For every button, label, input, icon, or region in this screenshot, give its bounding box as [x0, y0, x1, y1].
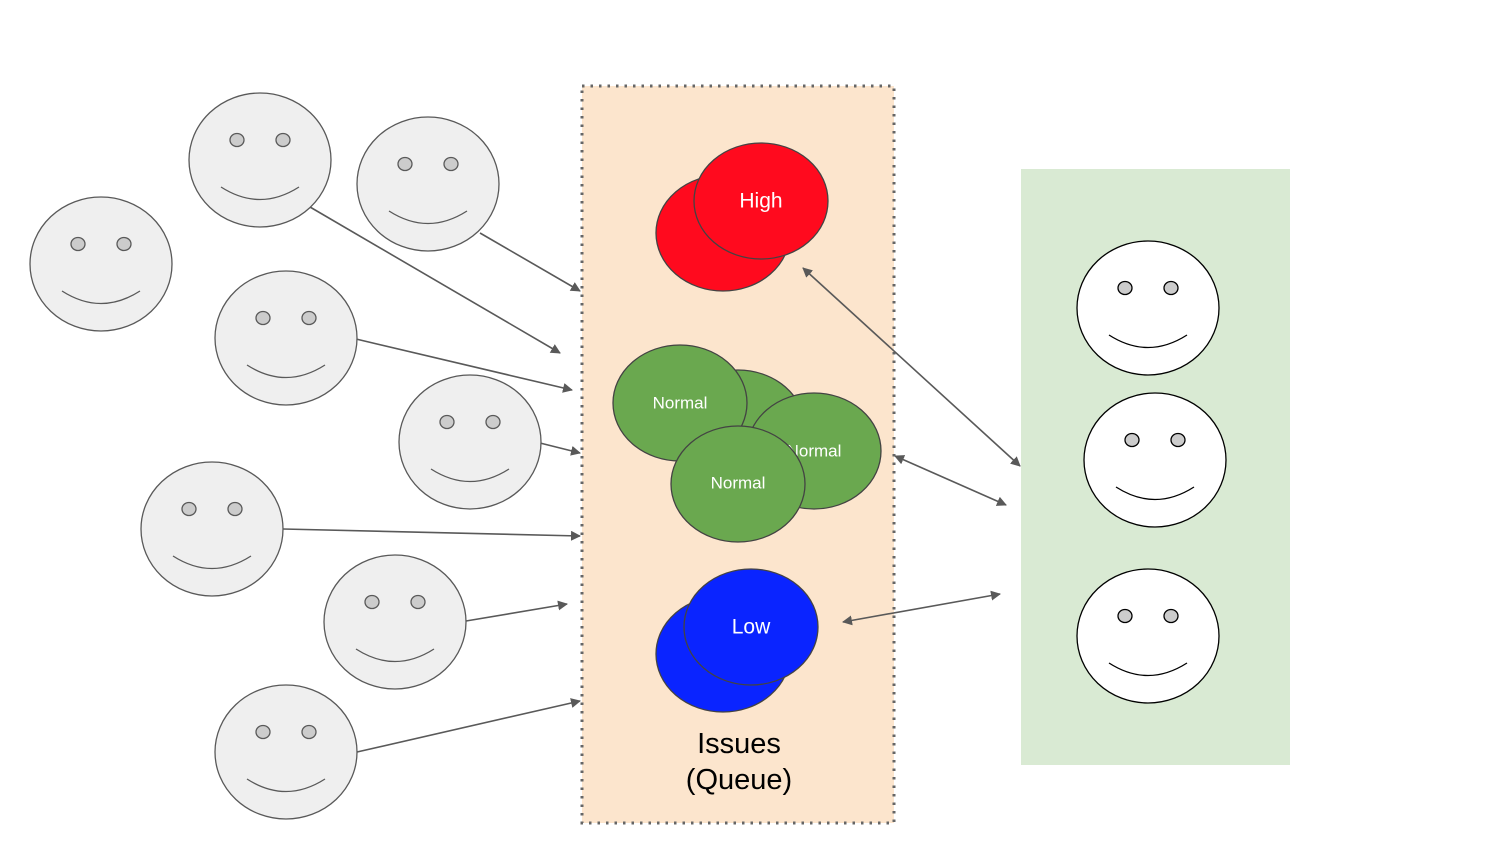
left-eye: [255, 724, 271, 740]
arrow-low-worker: [842, 590, 1001, 626]
normal-issue-right-label: Normal: [787, 441, 842, 460]
right-eye: [1170, 432, 1186, 448]
right-eye: [410, 594, 426, 610]
arrow-customer-1: [479, 232, 581, 292]
worker-smiley: [1076, 240, 1220, 376]
worker-smiley: [1083, 392, 1227, 528]
normal-issue-front-label: Normal: [711, 473, 766, 492]
arrow-customer-5: [282, 528, 581, 541]
smile: [1108, 334, 1188, 349]
arrow-high-worker: [802, 267, 1021, 467]
right-eye: [485, 414, 501, 430]
normal-issue-left-label: Normal: [653, 393, 708, 412]
face-outline: [29, 196, 173, 332]
left-eye: [397, 156, 413, 172]
face-outline: [140, 461, 284, 597]
right-eye: [275, 132, 291, 148]
customer-smiley: [214, 684, 358, 820]
customer-faces: [29, 92, 542, 820]
face-outline: [1083, 392, 1227, 528]
right-eye: [1163, 280, 1179, 296]
right-eye: [301, 310, 317, 326]
normal-issue-front: [670, 425, 806, 543]
right-eye: [227, 501, 243, 517]
customer-smiley: [356, 116, 500, 252]
low-issue-front: [683, 568, 819, 686]
right-eye: [1163, 608, 1179, 624]
smile: [172, 555, 252, 570]
queue-caption-line2: (Queue): [686, 764, 792, 796]
left-eye: [364, 594, 380, 610]
queue-caption-line1: Issues: [697, 728, 781, 760]
smile: [220, 186, 300, 201]
customer-smiley: [323, 554, 467, 690]
face-outline: [1076, 240, 1220, 376]
high-issue-front: [693, 142, 829, 260]
low-priority-issues: Low: [655, 568, 819, 713]
customer-smiley: [214, 270, 358, 406]
smile: [355, 648, 435, 663]
arrow-customer-3: [355, 338, 573, 393]
smile: [1108, 662, 1188, 677]
left-eye: [1117, 280, 1133, 296]
low-issue-label: Low: [732, 616, 771, 639]
right-eye: [443, 156, 459, 172]
smile: [1115, 486, 1195, 501]
face-outline: [356, 116, 500, 252]
smile: [430, 468, 510, 483]
customer-smiley: [29, 196, 173, 332]
left-eye: [255, 310, 271, 326]
face-outline: [1076, 568, 1220, 704]
customer-arrows: [282, 206, 581, 753]
smile: [246, 364, 326, 379]
face-outline: [323, 554, 467, 690]
face-outline: [214, 270, 358, 406]
high-priority-issues: High High: [655, 142, 829, 292]
left-eye: [1117, 608, 1133, 624]
high-issue-label: High: [739, 190, 782, 213]
arrow-normal-worker: [894, 455, 1007, 506]
customer-smiley: [140, 461, 284, 597]
smile: [61, 290, 141, 305]
customer-smiley: [398, 374, 542, 510]
right-eye: [116, 236, 132, 252]
worker-smiley: [1076, 568, 1220, 704]
face-outline: [398, 374, 542, 510]
face-outline: [188, 92, 332, 228]
right-eye: [301, 724, 317, 740]
arrow-customer-2: [309, 206, 561, 354]
smile: [388, 210, 468, 225]
customer-smiley: [188, 92, 332, 228]
worker-faces: [1076, 240, 1227, 704]
arrow-customer-6: [465, 600, 568, 622]
normal-priority-issues: Normal Normal Normal: [612, 344, 882, 543]
left-eye: [70, 236, 86, 252]
left-eye: [439, 414, 455, 430]
arrow-customer-4: [539, 442, 581, 456]
worker-arrows: [802, 267, 1021, 626]
smile: [246, 778, 326, 793]
arrow-customer-7: [356, 698, 581, 753]
left-eye: [1124, 432, 1140, 448]
left-eye: [229, 132, 245, 148]
left-eye: [181, 501, 197, 517]
face-outline: [214, 684, 358, 820]
